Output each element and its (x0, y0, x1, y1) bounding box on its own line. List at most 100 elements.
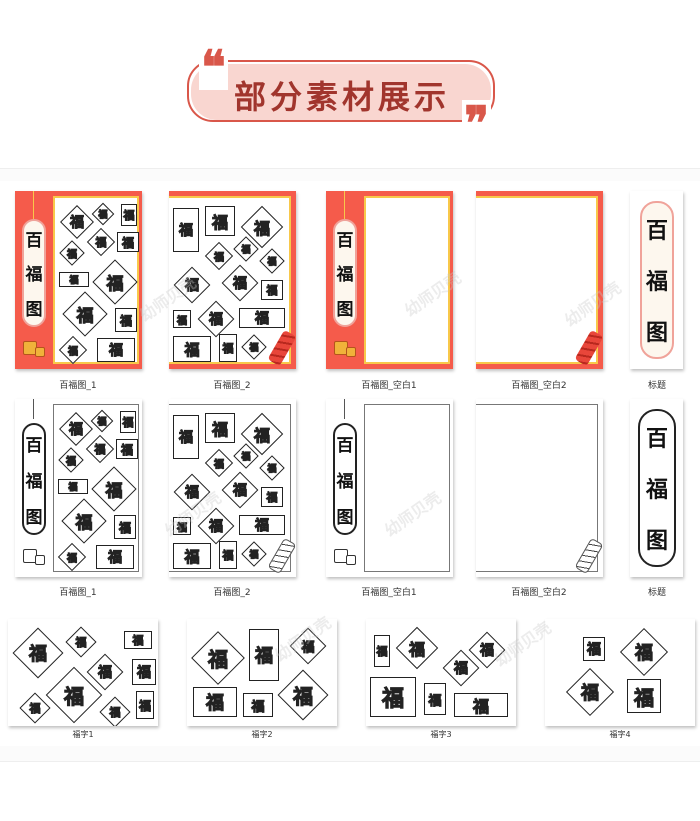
scroll-char: 福 (645, 477, 668, 503)
scroll-char: 图 (336, 507, 354, 528)
thumbnail-bfutu-1-bw[interactable]: 百 福 图 福 福 福 福 福 福 福 福 福 福 福 福 (15, 399, 142, 577)
thumbnail-title-bw[interactable]: 百 福 图 (630, 399, 683, 577)
close-quote-icon: ❞ (462, 96, 491, 150)
thumbnail-fuzi-4[interactable]: 福 福 福 福 (545, 619, 695, 726)
fu-box: 福 (97, 338, 135, 362)
thumbnail-bfutu-blank2-color[interactable] (476, 191, 603, 369)
scroll-char: 图 (645, 529, 668, 555)
scroll-char: 图 (336, 300, 354, 321)
thumbnail-caption: 福字3 (430, 730, 452, 739)
red-lantern-icon (346, 347, 356, 357)
thumbnail-bfutu-2-bw[interactable]: 福 福 福 福 福 福 福 福 福 福 福 福 福 福 福 (169, 399, 296, 577)
fu-box: 福 (117, 232, 139, 252)
gallery-panel: 百 福 图 福 福 福 福 福 福 福 福 福 福 福 福 百福图_1 (0, 168, 700, 762)
gallery-inner: 百 福 图 福 福 福 福 福 福 福 福 福 福 福 福 百福图_1 (0, 181, 700, 746)
fu-diamond: 福 (60, 205, 94, 239)
scroll-char: 福 (25, 265, 43, 286)
thumbnail-caption: 百福图_2 (213, 381, 251, 391)
hanging-string (33, 191, 34, 219)
thumbnail-caption: 百福图_1 (59, 381, 97, 391)
banner-fill (191, 64, 491, 120)
fu-diamond: 福 (62, 291, 108, 337)
fu-diamond: 福 (191, 631, 245, 685)
content-area: 福 福 福 福 福 福 福 福 福 福 福 福 (53, 196, 139, 365)
fu-box: 福 (205, 206, 235, 236)
thumbnail-fuzi-3[interactable]: 福 福 福 福 福 福 福 (366, 619, 516, 726)
scroll-char: 百 (25, 435, 43, 456)
fu-diamond: 福 (58, 447, 84, 473)
thumbnail-bfutu-2-color[interactable]: 福 福 福 福 福 福 福 福 福 福 福 福 福 福 福 (169, 191, 296, 369)
scroll-char: 福 (645, 269, 668, 295)
scroll-title: 百 福 图 (22, 219, 46, 327)
fu-box: 福 (261, 280, 283, 300)
scroll-char: 百 (336, 230, 354, 251)
thumbnail-caption: 福字2 (251, 730, 273, 739)
thumbnail-caption: 福字4 (609, 730, 631, 739)
fu-box: 福 (115, 308, 137, 332)
lantern-outline-icon (35, 555, 45, 565)
fu-box: 福 (58, 479, 88, 494)
thumbnail-bfutu-1-color[interactable]: 百 福 图 福 福 福 福 福 福 福 福 福 福 福 福 (15, 191, 142, 369)
fu-diamond: 福 (91, 202, 115, 226)
fu-box: 福 (121, 204, 137, 226)
thumbnail-fuzi-1[interactable]: 福 福 福 福 福 福 福 福 福 (8, 619, 158, 726)
scroll-char: 福 (336, 265, 354, 286)
fu-box: 福 (243, 693, 273, 717)
fu-diamond: 福 (289, 627, 327, 665)
fu-box: 福 (370, 677, 416, 717)
fu-box: 福 (173, 310, 191, 328)
thumbnail-fuzi-2[interactable]: 福 福 福 福 福 福 (187, 619, 337, 726)
fu-diamond: 福 (65, 626, 97, 658)
hanging-string (344, 191, 345, 219)
thumbnail-caption: 百福图_空白2 (511, 381, 567, 391)
fu-box: 福 (219, 541, 237, 569)
blank-content-area (476, 404, 598, 572)
fu-diamond: 福 (12, 627, 64, 679)
fu-diamond: 福 (85, 434, 115, 464)
thumbnail-caption: 百福图_1 (59, 588, 97, 598)
thumbnail-caption: 百福图_空白2 (511, 588, 567, 598)
thumbnail-caption: 标题 (647, 588, 666, 598)
fu-box: 福 (173, 208, 199, 252)
fu-box: 福 (239, 308, 285, 328)
content-area: 福 福 福 福 福 福 福 福 福 福 福 福 福 福 福 (169, 196, 291, 364)
fu-diamond: 福 (565, 667, 615, 717)
fu-diamond: 福 (90, 409, 114, 433)
section-title: 部分素材展示 (233, 78, 450, 116)
fu-diamond: 福 (91, 466, 137, 512)
fu-diamond: 福 (204, 448, 234, 478)
fu-box: 福 (124, 631, 152, 649)
hanging-string (33, 399, 34, 419)
fu-diamond: 福 (259, 455, 285, 481)
scroll-char: 图 (25, 300, 43, 321)
fu-diamond: 福 (197, 300, 235, 338)
fu-diamond: 福 (61, 498, 107, 544)
thumbnail-caption: 福字1 (72, 730, 94, 739)
fu-diamond: 福 (619, 627, 669, 677)
section-header-banner: ❝ ❞ 部分素材展示 (187, 44, 497, 146)
fu-box: 福 (120, 411, 136, 433)
fu-box: 福 (205, 413, 235, 443)
scroll-title: 百 福 图 (333, 423, 357, 535)
thumbnail-bfutu-blank1-bw[interactable]: 百 福 图 (326, 399, 453, 577)
fu-box: 福 (193, 687, 237, 717)
fu-box: 福 (454, 693, 508, 717)
fu-box: 福 (583, 637, 605, 661)
fu-diamond: 福 (173, 266, 211, 304)
content-area: 福 福 福 福 福 福 福 福 福 福 福 福 (53, 404, 139, 572)
scroll-char: 福 (25, 471, 43, 492)
thumbnail-caption: 百福图_空白1 (361, 381, 417, 391)
scroll-title: 百 福 图 (638, 409, 676, 567)
thumbnail-title-color[interactable]: 百 福 图 (630, 191, 683, 369)
fu-diamond: 福 (204, 241, 234, 271)
fu-diamond: 福 (241, 334, 267, 360)
fu-diamond: 福 (19, 692, 51, 724)
fu-diamond: 福 (59, 412, 93, 446)
thumbnail-bfutu-blank2-bw[interactable] (476, 399, 603, 577)
fu-box: 福 (239, 515, 285, 535)
fu-diamond: 福 (57, 542, 87, 572)
scroll-char: 福 (336, 471, 354, 492)
thumbnail-bfutu-blank1-color[interactable]: 百 福 图 (326, 191, 453, 369)
fu-box: 福 (249, 629, 279, 681)
fu-diamond: 福 (197, 507, 235, 545)
